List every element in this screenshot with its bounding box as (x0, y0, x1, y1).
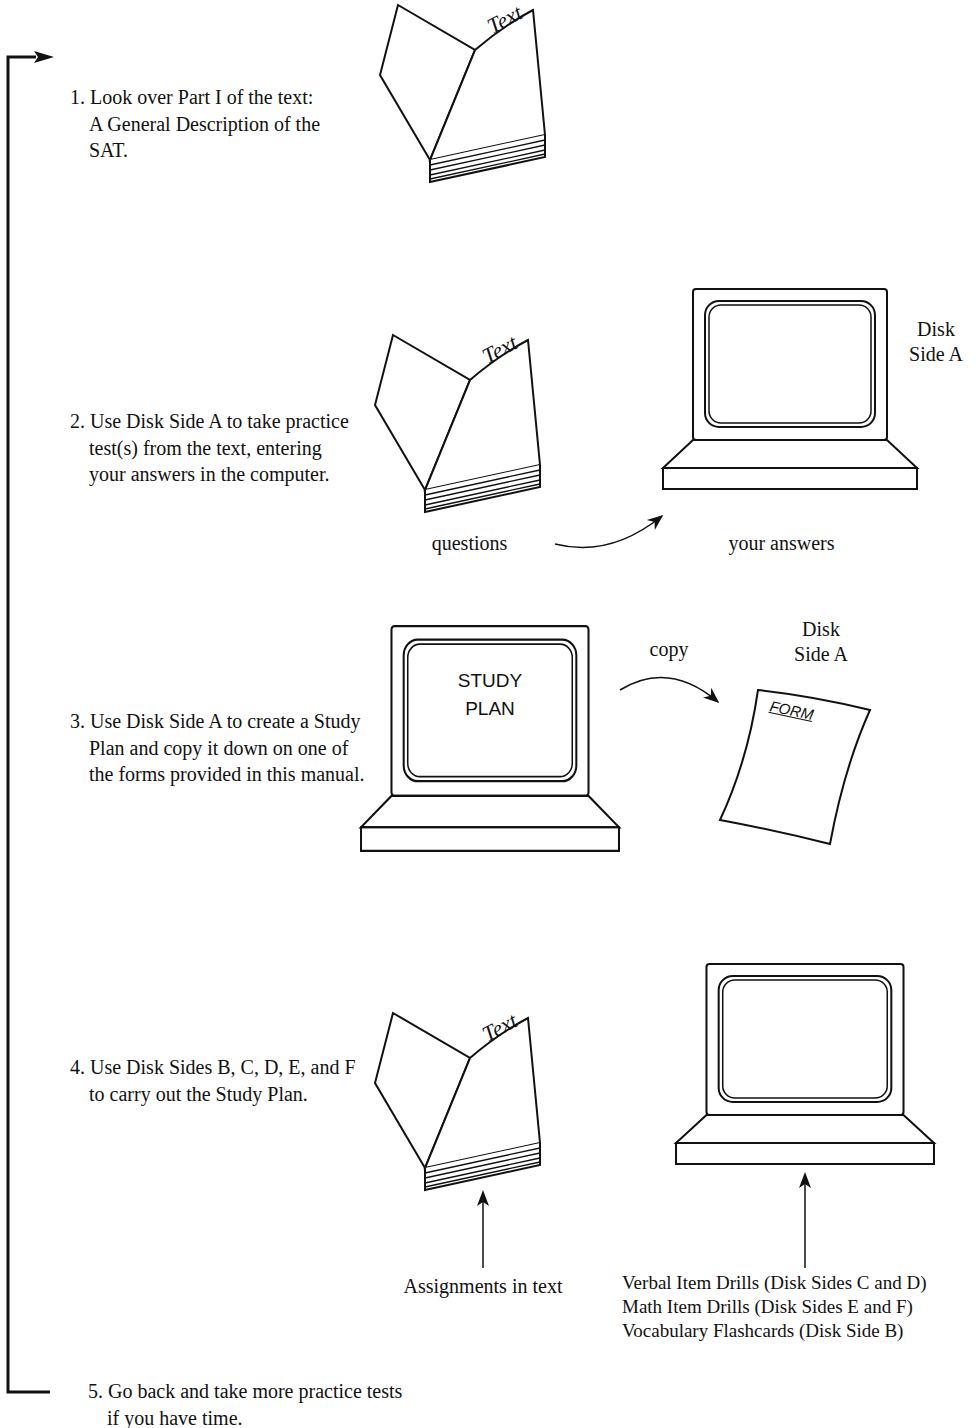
keyboard-base (663, 440, 917, 468)
book-outline (375, 0, 550, 190)
base-slab (676, 1143, 934, 1164)
computer-icon: STUDY PLAN (360, 625, 620, 852)
base-slab (663, 468, 917, 489)
drill-caption: Vocabulary Flashcards (Disk Side B) (622, 1319, 903, 1343)
book-outline (370, 330, 545, 520)
caption: questions (422, 530, 517, 556)
step-text: 1. Look over Part I of the text: A Gener… (70, 84, 321, 164)
caption: your answers (724, 530, 839, 556)
screen-inner (723, 980, 888, 1098)
keyboard-base (361, 796, 619, 827)
screen (719, 976, 892, 1102)
book-page-lines (425, 1148, 540, 1187)
screen (705, 301, 875, 427)
edge-label: copy (650, 636, 689, 663)
book-icon: Text (375, 0, 550, 190)
form-sheet (720, 690, 870, 844)
book-right-page (430, 10, 545, 160)
computer-icon: Disk Side A your answers (662, 288, 975, 555)
form-sheet: FORM (718, 688, 873, 848)
computer-drills (676, 964, 934, 1164)
loop-arrowhead (34, 51, 54, 63)
book-icon: Textquestions (370, 330, 555, 558)
monitor (391, 626, 588, 796)
pointer-arrowhead (799, 1172, 811, 1188)
computer-outline (360, 625, 620, 852)
step-text: 3. Use Disk Side A to create a Study Pla… (70, 708, 365, 788)
step-text: 4. Use Disk Sides B, C, D, E, and F to c… (70, 1054, 367, 1107)
book-page-stack (425, 1143, 540, 1190)
screen-text: STUDY PLAN (445, 667, 535, 723)
book-page-lines (425, 470, 540, 509)
book-page-lines (430, 140, 545, 179)
monitor (693, 289, 887, 440)
book-icon: Text (370, 1008, 550, 1200)
pointer-arrow-line (482, 1200, 484, 1268)
drill-caption: Verbal Item Drills (Disk Sides C and D) (622, 1271, 926, 1295)
book-right-page (425, 1018, 540, 1168)
keyboard-base (676, 1115, 934, 1143)
monitor (706, 964, 903, 1115)
step-text: 5. Go back and take more practice tests … (88, 1378, 409, 1428)
flow-arrow (555, 516, 662, 548)
disk-label: Disk Side A (904, 317, 968, 367)
computer-outline (662, 288, 918, 490)
drill-caption: Math Item Drills (Disk Sides E and F) (622, 1295, 913, 1319)
book-outline (370, 1008, 545, 1198)
disk-label: Disk Side A (789, 617, 853, 667)
screen (404, 640, 577, 782)
screen-inner (709, 305, 871, 423)
loop-bracket (8, 57, 50, 1392)
base-slab (361, 827, 619, 851)
step-text: 2. Use Disk Side A to take practice test… (70, 408, 351, 488)
screen-inner (408, 644, 573, 777)
pointer-arrow-line (804, 1182, 806, 1268)
book-page-stack (425, 465, 540, 512)
book-right-page (425, 340, 540, 490)
pointer-caption: Assignments in text (380, 1273, 586, 1300)
book-page-stack (430, 135, 545, 182)
flow-arrow (620, 678, 718, 703)
pointer-arrowhead (477, 1190, 489, 1206)
